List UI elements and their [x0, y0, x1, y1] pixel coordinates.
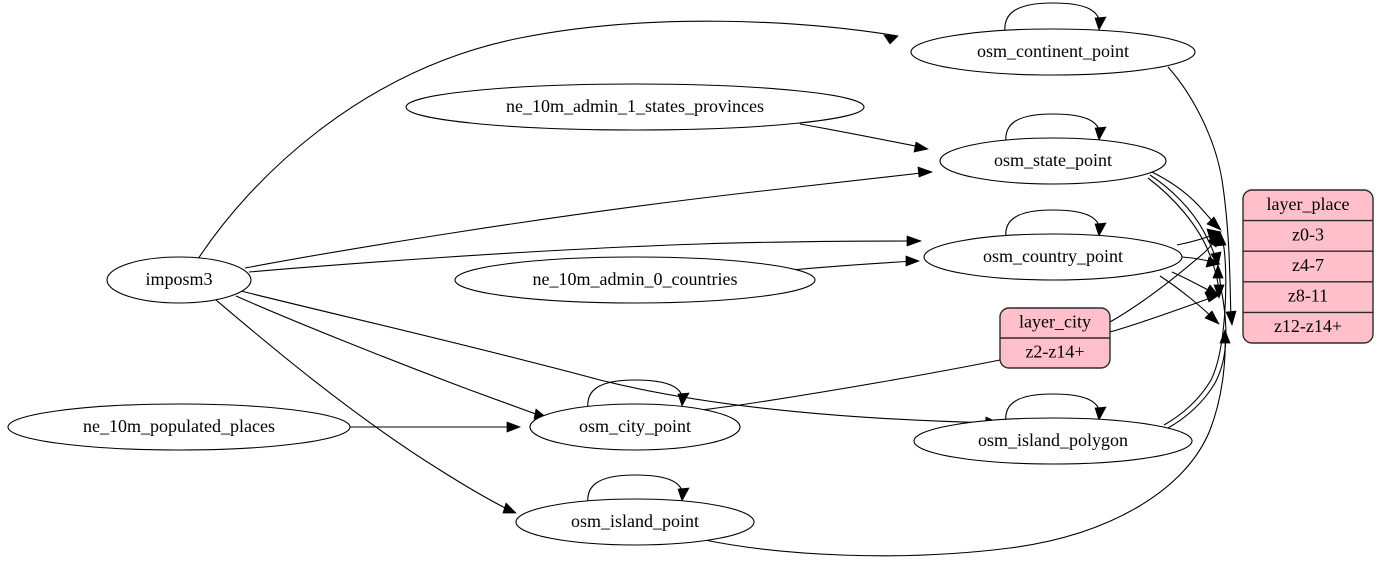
node-layer-place-row-z4-7[interactable]: z4-7	[1292, 255, 1324, 275]
edge-imposm3-to-osm-city-point	[235, 295, 548, 420]
node-osm-country-point-label: osm_country_point	[983, 246, 1123, 266]
node-osm-country-point-shape[interactable]	[923, 233, 1183, 281]
node-layer-place[interactable]: layer_place z0-3 z4-7 z8-11 z12-z14+	[1242, 189, 1374, 344]
node-imposm3-shape[interactable]	[106, 256, 252, 304]
node-ne-10m-admin-0-countries-label: ne_10m_admin_0_countries	[533, 269, 738, 289]
node-layer-city-row-z2-z14plus[interactable]: z2-z14+	[1025, 342, 1084, 362]
node-ne-10m-populated-places[interactable]: ne_10m_populated_places	[7, 403, 351, 451]
edge-layer	[197, 2, 1237, 557]
node-layer-place-row-z0-3[interactable]: z0-3	[1292, 225, 1324, 245]
node-ne-10m-populated-places-label: ne_10m_populated_places	[83, 416, 275, 436]
node-osm-island-point-shape[interactable]	[515, 498, 755, 546]
node-layer-place-row-z8-11[interactable]: z8-11	[1288, 286, 1328, 306]
self-loop-osm-island-polygon	[1005, 393, 1107, 429]
edge-osm-country-point-to-layer-place-z4-7	[1181, 256, 1221, 268]
node-ne-10m-admin-1-states-provinces-shape[interactable]	[405, 83, 865, 131]
self-loop-osm-continent-point	[1004, 2, 1107, 40]
node-layer-place-shape[interactable]	[1242, 189, 1374, 344]
node-osm-island-point-label: osm_island_point	[571, 511, 699, 531]
edge-imposm3-to-osm-island-point	[215, 299, 517, 514]
node-osm-city-point-label: osm_city_point	[579, 416, 691, 436]
self-loop-osm-country-point	[1005, 209, 1107, 245]
node-osm-island-polygon-label: osm_island_polygon	[978, 430, 1128, 450]
node-osm-state-point-label: osm_state_point	[994, 150, 1112, 170]
node-imposm3[interactable]: imposm3	[106, 256, 252, 304]
edge-osm-country-point-to-layer-place-z8-11	[1171, 271, 1220, 297]
edge-layer-city-to-osm-city-point	[675, 359, 1001, 420]
node-osm-state-point[interactable]: osm_state_point	[939, 137, 1167, 185]
node-ne-10m-admin-1-states-provinces[interactable]: ne_10m_admin_1_states_provinces	[405, 83, 865, 131]
node-ne-10m-populated-places-shape[interactable]	[7, 403, 351, 451]
edge-imposm3-to-osm-country-point	[248, 235, 923, 273]
edge-ne-admin0-to-osm-country-point	[790, 255, 920, 271]
node-osm-continent-point[interactable]: osm_continent_point	[910, 28, 1196, 76]
edge-osm-continent-point-to-layer-place-z12	[1167, 66, 1237, 327]
edge-ne-admin1-to-osm-state-point	[799, 123, 929, 153]
edge-osm-island-polygon-to-layer-place-z0-3	[1163, 230, 1227, 426]
node-osm-island-point[interactable]: osm_island_point	[515, 498, 755, 546]
node-osm-island-polygon[interactable]: osm_island_polygon	[913, 417, 1193, 465]
node-osm-continent-point-label: osm_continent_point	[977, 41, 1129, 61]
node-osm-country-point[interactable]: osm_country_point	[923, 233, 1183, 281]
self-loop-osm-island-point	[587, 474, 690, 510]
edge-layer-city-to-layer-place-z8-11	[1109, 291, 1220, 333]
node-layer: imposm3 ne_10m_populated_places ne_10m_a…	[7, 28, 1196, 546]
node-layer-city[interactable]: layer_city z2-z14+	[999, 307, 1111, 369]
node-osm-state-point-shape[interactable]	[939, 137, 1167, 185]
node-osm-city-point-shape[interactable]	[529, 403, 741, 451]
edge-osm-state-point-to-layer-place-z0-3	[1151, 171, 1222, 231]
node-imposm3-label: imposm3	[145, 269, 212, 289]
node-osm-continent-point-shape[interactable]	[910, 28, 1196, 76]
edge-ne-populated-places-to-osm-city-point	[350, 421, 521, 433]
node-ne-10m-admin-0-countries-shape[interactable]	[454, 256, 816, 304]
node-layer-city-title: layer_city	[1019, 312, 1091, 332]
edge-imposm3-to-osm-continent-point	[197, 20, 899, 260]
node-osm-island-polygon-shape[interactable]	[913, 417, 1193, 465]
node-ne-10m-admin-1-states-provinces-label: ne_10m_admin_1_states_provinces	[506, 96, 764, 116]
self-loop-osm-state-point	[1005, 113, 1107, 150]
edge-osm-state-point-to-layer-place-z4-7	[1149, 174, 1222, 267]
node-osm-city-point[interactable]: osm_city_point	[529, 403, 741, 451]
node-layer-place-row-z12-z14plus[interactable]: z12-z14+	[1274, 316, 1342, 336]
node-layer-place-title: layer_place	[1267, 194, 1350, 214]
node-ne-10m-admin-0-countries[interactable]: ne_10m_admin_0_countries	[454, 256, 816, 304]
edge-osm-country-point-to-layer-place-z0-3	[1176, 228, 1222, 246]
record-node-layer: layer_place z0-3 z4-7 z8-11 z12-z14+ lay…	[999, 189, 1374, 369]
edge-osm-country-point-to-layer-place-z12	[1159, 275, 1220, 325]
edge-imposm3-to-osm-state-point	[244, 166, 934, 269]
self-loop-osm-city-point	[587, 379, 690, 415]
edge-osm-island-point-to-layer-place-z12	[699, 329, 1231, 557]
